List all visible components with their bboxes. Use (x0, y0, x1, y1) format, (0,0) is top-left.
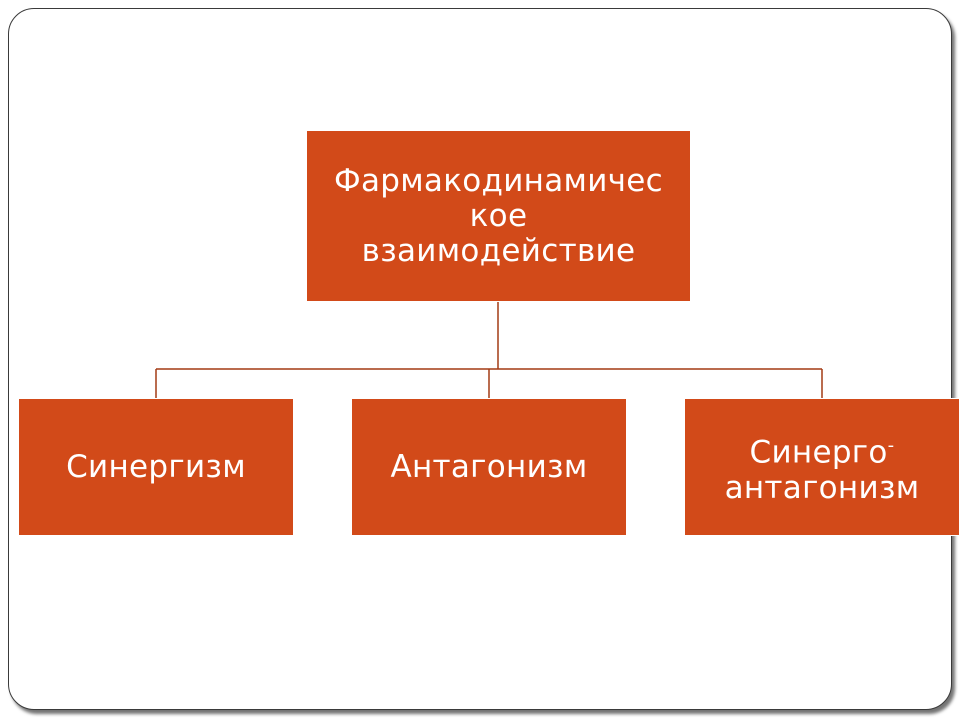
root-label-line-1: Фармакодинамичес (333, 162, 664, 199)
child-label-antagonism-part: антагонизм (724, 470, 920, 507)
root-node: Фармакодинамичес кое взаимодействие (306, 130, 691, 302)
child-label-antagonism: Антагонизм (390, 449, 588, 485)
root-label-line-2: кое (469, 197, 528, 234)
child-node-antagonism: Антагонизм (351, 398, 627, 536)
child-label-synergism: Синергизм (66, 449, 246, 485)
child-node-synergo-antagonism: Синерго- антагонизм (684, 398, 960, 536)
child-label-synergo: Синерго (749, 434, 888, 471)
child-node-synergism: Синергизм (18, 398, 294, 536)
child-label-dash: - (887, 434, 895, 456)
slide-frame (8, 8, 952, 710)
root-label-line-3: взаимодействие (361, 232, 636, 269)
